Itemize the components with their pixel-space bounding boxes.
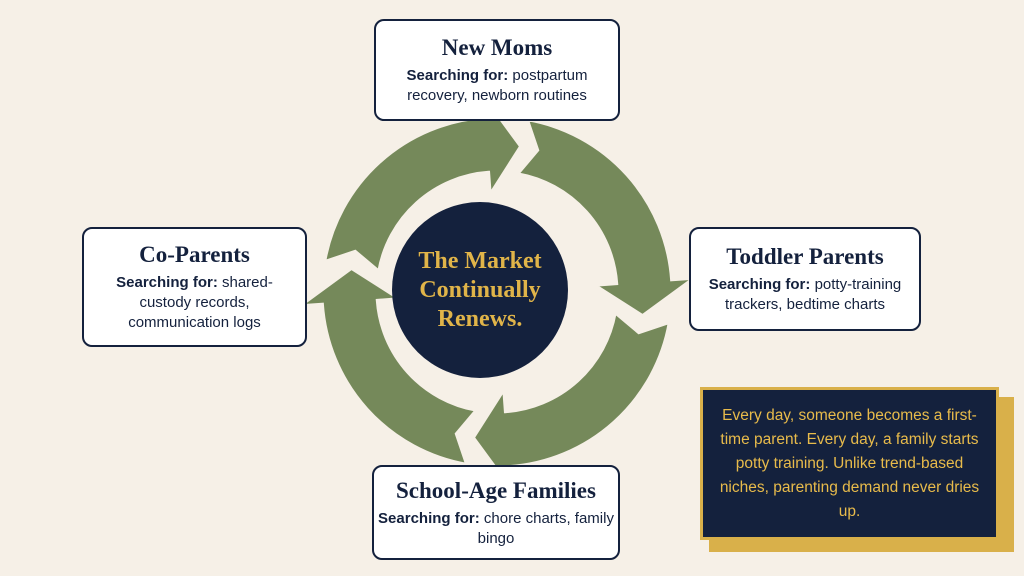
callout-text: Every day, someone becomes a first-time … bbox=[719, 406, 980, 520]
node-description: Searching for: potty-training trackers, … bbox=[691, 275, 919, 315]
node-school-age-families: School-Age Families Searching for: chore… bbox=[372, 465, 620, 560]
center-circle: The Market Continually Renews. bbox=[392, 202, 568, 378]
node-co-parents: Co-Parents Searching for: shared-custody… bbox=[82, 227, 307, 347]
node-title: New Moms bbox=[441, 35, 553, 60]
node-title: School-Age Families bbox=[396, 477, 596, 503]
node-text: postpartum recovery, newborn routines bbox=[407, 67, 588, 104]
node-description: Searching for: shared-custody records, c… bbox=[100, 273, 290, 333]
node-text: potty-training trackers, bedtime charts bbox=[724, 276, 902, 313]
node-label: Searching for: bbox=[406, 67, 509, 84]
node-description: Searching for: chore charts, family bing… bbox=[374, 509, 618, 549]
node-toddler-parents: Toddler Parents Searching for: potty-tra… bbox=[689, 227, 921, 331]
node-title: Toddler Parents bbox=[726, 244, 884, 269]
node-text: shared-custody records, communication lo… bbox=[128, 274, 273, 331]
node-title: Co-Parents bbox=[139, 242, 250, 267]
node-label: Searching for: bbox=[378, 509, 480, 527]
node-description: Searching for: postpartum recovery, newb… bbox=[376, 66, 618, 106]
callout-box: Every day, someone becomes a first-time … bbox=[700, 387, 999, 540]
center-text: The Market Continually Renews. bbox=[418, 247, 542, 332]
node-text: chore charts, family bingo bbox=[477, 509, 614, 547]
node-new-moms: New Moms Searching for: postpartum recov… bbox=[374, 19, 620, 121]
node-label: Searching for: bbox=[708, 276, 811, 293]
node-label: Searching for: bbox=[116, 274, 218, 291]
